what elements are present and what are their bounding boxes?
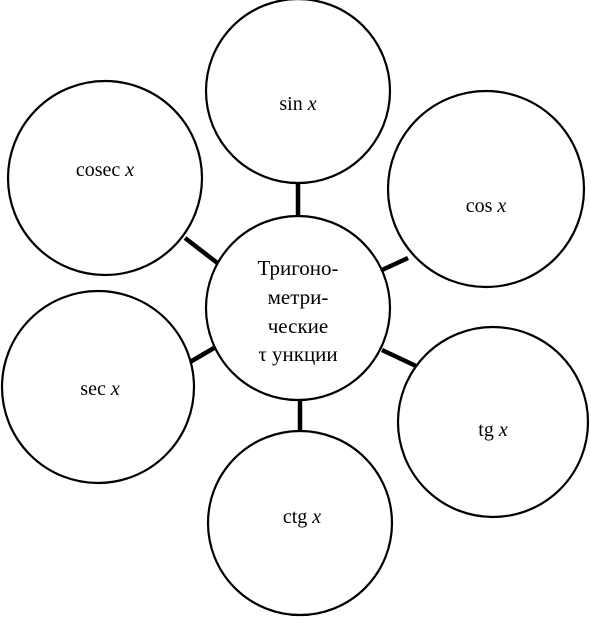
node-sec-label: sec x bbox=[80, 378, 120, 400]
node-tg-label: tg x bbox=[478, 419, 508, 441]
node-sin: sin x bbox=[204, 0, 392, 185]
center-label-line-3: ческие bbox=[268, 314, 329, 338]
connector-cos bbox=[381, 255, 409, 273]
center-label-line-1: Тригоно- bbox=[257, 256, 338, 280]
node-ctg-label: ctg x bbox=[283, 506, 321, 528]
node-ctg: ctg x bbox=[206, 429, 394, 617]
node-sec: sec x bbox=[0, 289, 196, 485]
node-tg: tg x bbox=[396, 325, 590, 519]
connector-cosec bbox=[183, 236, 222, 267]
node-cosec-label: cosec x bbox=[76, 159, 134, 181]
node-cosec: cosec x bbox=[6, 79, 204, 277]
connector-tg bbox=[381, 347, 417, 369]
center-label-line-2: метри- bbox=[268, 285, 329, 309]
center-label-line-4: τ ункции bbox=[258, 342, 337, 366]
node-cos: cos x bbox=[386, 89, 586, 289]
connector-sec bbox=[188, 346, 216, 364]
center-node: Тригоно- метри- ческие τ ункции bbox=[204, 214, 392, 402]
node-sin-label: sin x bbox=[279, 93, 316, 115]
node-cos-label: cos x bbox=[466, 195, 507, 217]
